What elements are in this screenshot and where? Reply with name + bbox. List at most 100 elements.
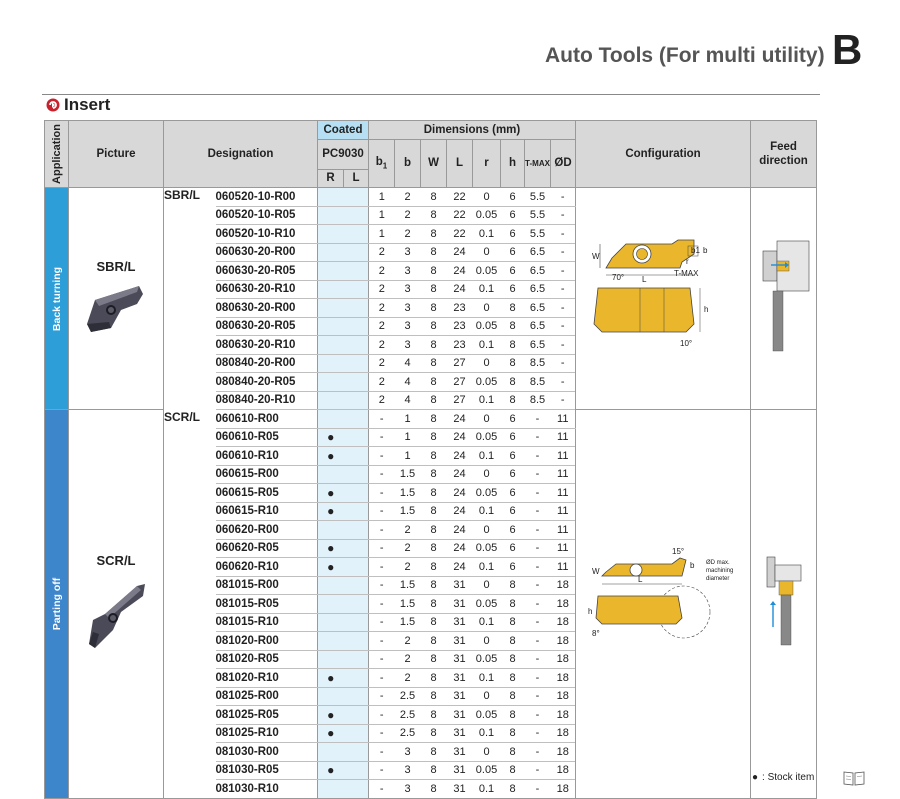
dim-b1: - <box>368 687 395 706</box>
stock-l <box>343 779 369 799</box>
dim-h: h <box>588 607 592 616</box>
dim-r: 0.1 <box>472 724 501 743</box>
legend-text: : Stock item <box>762 772 815 783</box>
dim-tmax: 5.5 <box>524 187 551 207</box>
stock-l <box>343 594 369 614</box>
series-cell <box>163 317 216 336</box>
stock-l <box>343 465 369 484</box>
dim-b1: 2 <box>368 243 395 262</box>
dim-w: 8 <box>420 687 447 706</box>
series-cell <box>163 650 216 669</box>
dim-l: 23 <box>446 317 473 336</box>
stock-r: ● <box>317 668 344 688</box>
dim-b: 3 <box>394 317 421 336</box>
series-cell <box>163 335 216 354</box>
dim-tmax: - <box>524 668 551 688</box>
dim-od: - <box>550 187 576 207</box>
dim-b: 1 <box>394 446 421 466</box>
dim-b1: - <box>368 520 395 540</box>
dim-b1: b1 <box>691 246 700 255</box>
dim-h: 8 <box>500 354 525 373</box>
dim-h: 8 <box>500 650 525 669</box>
stock-r: ● <box>317 539 344 558</box>
series-cell <box>163 502 216 521</box>
series-cell <box>163 391 216 410</box>
stock-r: ● <box>317 446 344 466</box>
dim-r: 0 <box>472 298 501 318</box>
dim-b: 1 <box>394 428 421 447</box>
dim-r: 0 <box>472 243 501 262</box>
dim-r: 0.1 <box>472 335 501 355</box>
designation-code: 060620-R10 <box>215 557 318 577</box>
dim-w: 8 <box>420 372 447 392</box>
dim-h: 8 <box>500 594 525 614</box>
dim-b: 2.5 <box>394 687 421 706</box>
dim-h: 6 <box>500 280 525 299</box>
stock-r <box>317 187 344 207</box>
dim-b1: 2 <box>368 261 395 281</box>
dim-tmax: - <box>524 761 551 780</box>
dim-b1: - <box>368 557 395 577</box>
designation-code: 080840-20-R00 <box>215 354 318 373</box>
dim-tmax: - <box>524 631 551 651</box>
dim-b: 1.5 <box>394 483 421 503</box>
dim-b: 3 <box>394 779 421 799</box>
dim-tmax: - <box>524 483 551 503</box>
dim-b: 2 <box>394 224 421 244</box>
stock-l <box>343 354 369 373</box>
dim-h: 8 <box>500 779 525 799</box>
dim-w: 8 <box>420 224 447 244</box>
series-cell <box>163 539 216 558</box>
designation-code: 060520-10-R00 <box>215 187 318 207</box>
dim-od: 18 <box>550 742 576 762</box>
dim-b: 3 <box>394 761 421 780</box>
dim-l: 24 <box>446 557 473 577</box>
dim-b1: 2 <box>368 335 395 355</box>
dim-w: 8 <box>420 391 447 410</box>
dim-od: 18 <box>550 687 576 706</box>
dim-b1: 1 <box>368 224 395 244</box>
stock-l <box>343 409 369 429</box>
dim-angle2: 10° <box>680 339 692 348</box>
dim-b: 2 <box>394 668 421 688</box>
dim-od: - <box>550 280 576 299</box>
dim-b: 2 <box>394 631 421 651</box>
designation-code: 081015-R00 <box>215 576 318 595</box>
dim-r: 0 <box>472 465 501 484</box>
designation-code: 060610-R00 <box>215 409 318 429</box>
dim-od: 11 <box>550 409 576 429</box>
dim-tmax: - <box>524 557 551 577</box>
designation-code: 081030-R00 <box>215 742 318 762</box>
dim-b: 4 <box>394 391 421 410</box>
configuration-cell: 15° b W ØD max. machining diameter L h 8… <box>575 409 751 799</box>
dim-b1: 2 <box>368 280 395 299</box>
stock-r <box>317 613 344 632</box>
stock-r: ● <box>317 483 344 503</box>
dim-l: 31 <box>446 631 473 651</box>
stock-r <box>317 631 344 651</box>
dim-r: 0.05 <box>472 428 501 447</box>
dim-b: 1.5 <box>394 465 421 484</box>
sbr-insert-picture <box>87 285 143 332</box>
dim-od: 18 <box>550 761 576 780</box>
dim-r: 0.1 <box>472 391 501 410</box>
scr-insert-picture <box>89 583 145 648</box>
dim-l: 24 <box>446 409 473 429</box>
dim-od: 11 <box>550 465 576 484</box>
dim-w: 8 <box>420 520 447 540</box>
designation-code: 060610-R05 <box>215 428 318 447</box>
book-icon <box>843 771 865 786</box>
dim-r: 0.05 <box>472 539 501 558</box>
dim-b: 3 <box>394 742 421 762</box>
dim-w: 8 <box>420 298 447 318</box>
dim-b: 3 <box>394 261 421 281</box>
dim-r: 0.1 <box>472 446 501 466</box>
dim-b1: 2 <box>368 317 395 336</box>
dim-r: 0.05 <box>472 317 501 336</box>
